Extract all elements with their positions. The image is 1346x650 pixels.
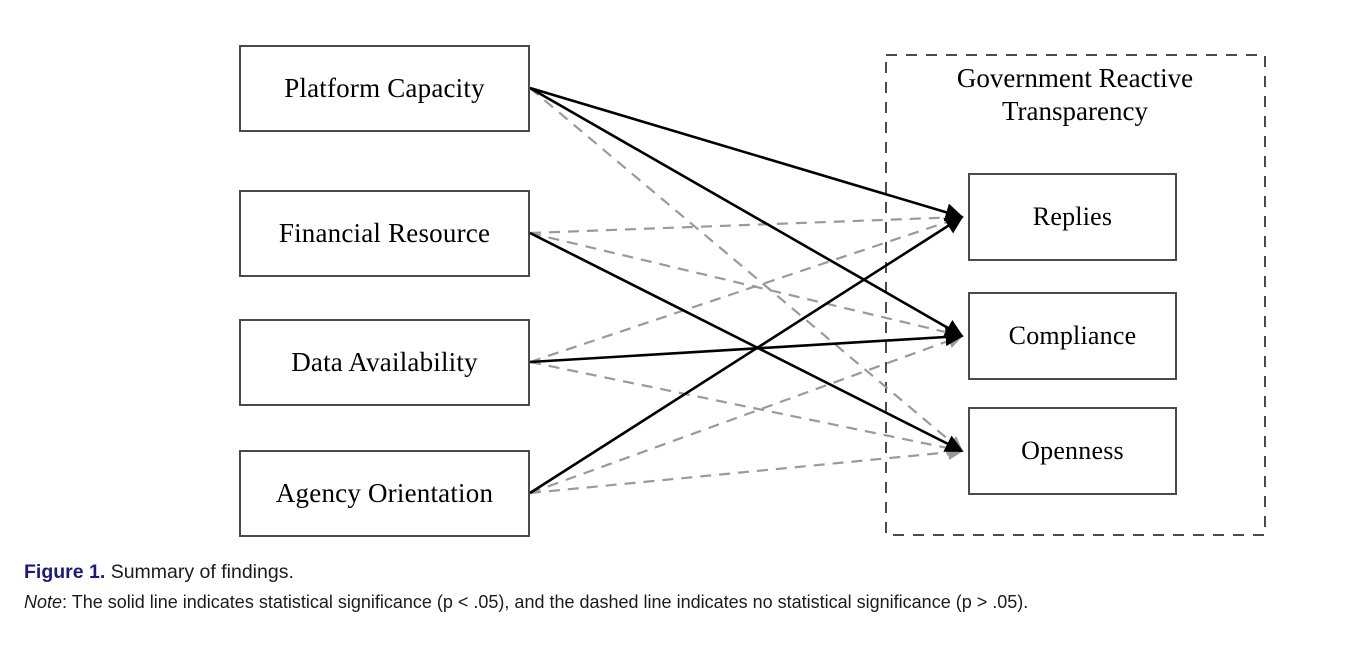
transparency-group-frame [885,54,1266,536]
figure-caption: Figure 1. Summary of findings. Note: The… [24,558,1334,616]
edge-agency-orientation-to-replies [529,215,964,495]
edge-financial-resource-to-replies [529,209,964,235]
note-text: The solid line indicates statistical sig… [71,592,1029,613]
edge-agency-orientation-to-compliance [529,333,964,495]
node-financial-resource[interactable]: Financial Resource [239,190,530,277]
node-label: Data Availability [291,346,478,377]
transparency-group-title: Government Reactive Transparency [893,62,1257,128]
note-separator: : [62,592,72,613]
node-agency-orientation[interactable]: Agency Orientation [239,450,530,537]
edge-data-availability-to-compliance [529,327,964,364]
edge-platform-capacity-to-replies [529,86,964,222]
figure-number-label: Figure 1. [24,561,106,583]
node-data-availability[interactable]: Data Availability [239,319,530,406]
edge-platform-capacity-to-openness [529,87,964,452]
node-label: Agency Orientation [275,477,494,508]
transparency-group-title-line-1: Government Reactive [956,63,1194,93]
edges-group [529,86,964,495]
node-label: Platform Capacity [284,72,485,103]
caption-note-line: Note: The solid line indicates statistic… [24,589,1334,616]
node-label: Compliance [1008,321,1137,351]
edge-agency-orientation-to-openness [529,444,964,495]
transparency-group-title-line-2: Transparency [1002,95,1148,126]
connector-layer [529,54,1266,536]
node-replies[interactable]: Replies [968,173,1177,261]
node-platform-capacity[interactable]: Platform Capacity [239,45,530,132]
node-compliance[interactable]: Compliance [968,292,1177,380]
node-label: Openness [1021,436,1124,466]
caption-title-line: Figure 1. Summary of findings. [24,558,1334,586]
edge-financial-resource-to-openness [529,231,964,453]
edge-financial-resource-to-compliance [529,231,964,341]
edge-platform-capacity-to-compliance [529,86,964,338]
node-openness[interactable]: Openness [968,407,1177,495]
edge-data-availability-to-openness [529,360,964,456]
path-diagram: Platform Capacity Financial Resource Dat… [239,45,1266,537]
node-label: Replies [1032,202,1113,232]
figure-title-text: Summary of findings. [110,561,294,583]
node-label: Financial Resource [278,217,491,248]
note-label: Note [24,592,63,613]
